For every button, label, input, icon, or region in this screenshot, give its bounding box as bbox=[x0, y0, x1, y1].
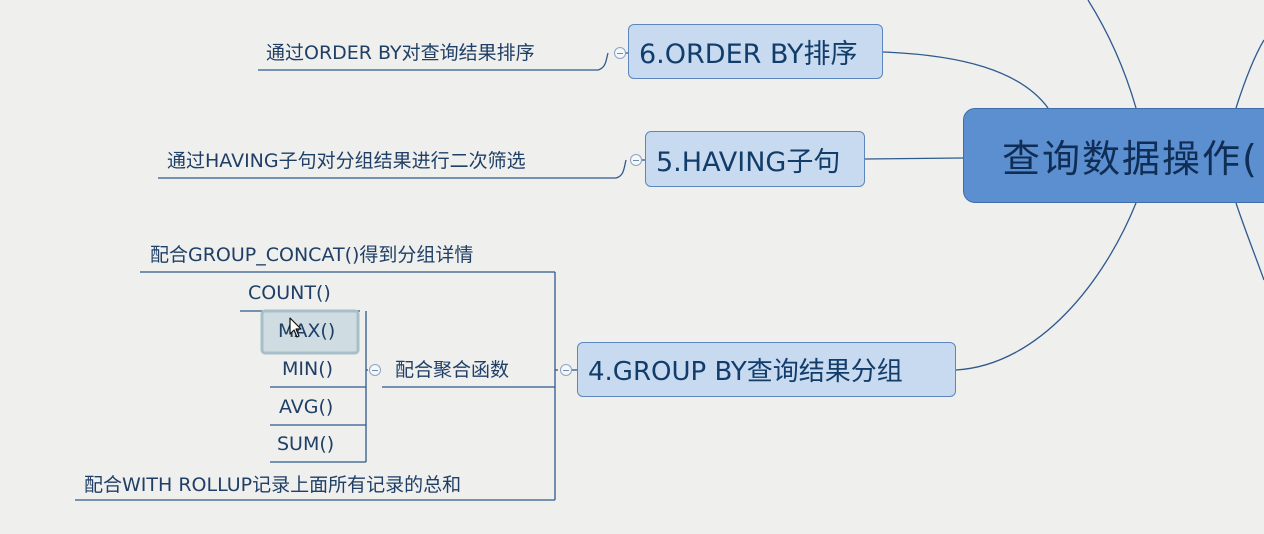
function-sum: SUM() bbox=[277, 433, 335, 455]
mouse-cursor-icon bbox=[289, 317, 302, 338]
function-min: MIN() bbox=[282, 358, 334, 380]
function-avg: AVG() bbox=[279, 396, 334, 418]
topic-having[interactable]: 5.HAVING子句 bbox=[645, 131, 865, 187]
max-selection-highlight bbox=[260, 309, 360, 355]
topic-group-by-label: 4.GROUP BY查询结果分组 bbox=[588, 357, 903, 387]
collapse-group-by-icon[interactable] bbox=[560, 364, 572, 376]
order-by-detail: 通过ORDER BY对查询结果排序 bbox=[266, 42, 535, 64]
topic-order-by-label: 6.ORDER BY排序 bbox=[639, 39, 858, 70]
function-count: COUNT() bbox=[248, 282, 331, 304]
topic-having-label: 5.HAVING子句 bbox=[656, 146, 841, 178]
collapse-order-by-icon[interactable] bbox=[614, 47, 626, 59]
topic-order-by[interactable]: 6.ORDER BY排序 bbox=[628, 24, 883, 79]
function-max: MAX() bbox=[278, 320, 336, 342]
collapse-aggregate-icon[interactable] bbox=[369, 364, 381, 376]
aggregate-item: 配合聚合函数 bbox=[395, 359, 510, 381]
collapse-having-icon[interactable] bbox=[630, 154, 642, 166]
central-topic-label: 查询数据操作( bbox=[1002, 137, 1259, 181]
having-detail: 通过HAVING子句对分组结果进行二次筛选 bbox=[167, 150, 526, 172]
with-rollup-item: 配合WITH ROLLUP记录上面所有记录的总和 bbox=[84, 474, 462, 496]
topic-group-by[interactable]: 4.GROUP BY查询结果分组 bbox=[577, 342, 956, 397]
central-topic[interactable]: 查询数据操作( bbox=[963, 108, 1264, 203]
group-concat-item: 配合GROUP_CONCAT()得到分组详情 bbox=[150, 244, 474, 266]
